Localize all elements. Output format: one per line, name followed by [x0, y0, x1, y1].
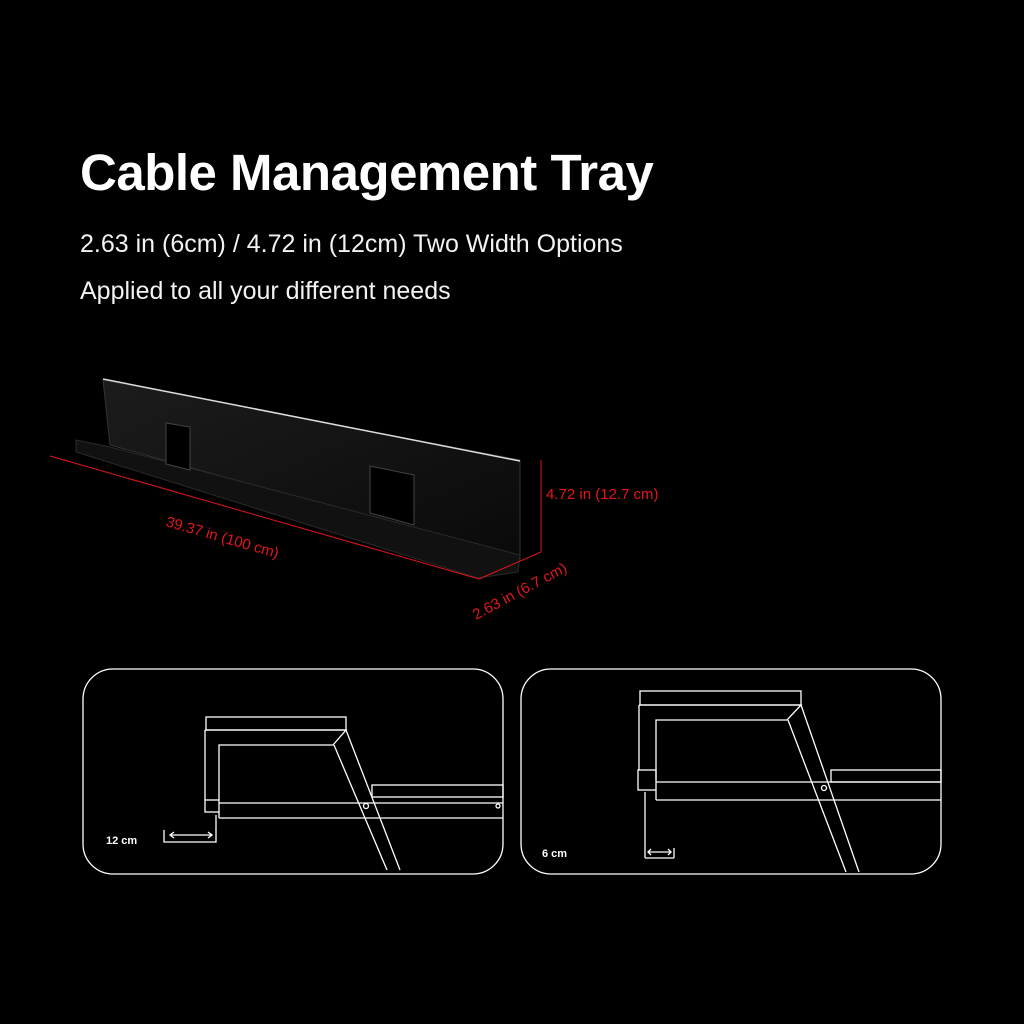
dimension-lines	[49, 455, 542, 580]
panel-6cm	[520, 668, 942, 875]
page-title: Cable Management Tray	[80, 144, 654, 201]
cutout-right	[369, 465, 415, 526]
cutout-left	[165, 422, 191, 471]
cable-tray-image	[75, 378, 521, 579]
width-options-text: 2.63 in (6cm) / 4.72 in (12cm) Two Width…	[80, 230, 623, 258]
panel-12cm	[82, 668, 504, 875]
height-label: 4.72 in (12.7 cm)	[546, 486, 659, 503]
label-6cm: 6 cm	[542, 848, 567, 860]
tagline-text: Applied to all your different needs	[80, 277, 451, 305]
length-label: 39.37 in (100 cm)	[164, 514, 281, 563]
label-12cm: 12 cm	[106, 835, 137, 847]
